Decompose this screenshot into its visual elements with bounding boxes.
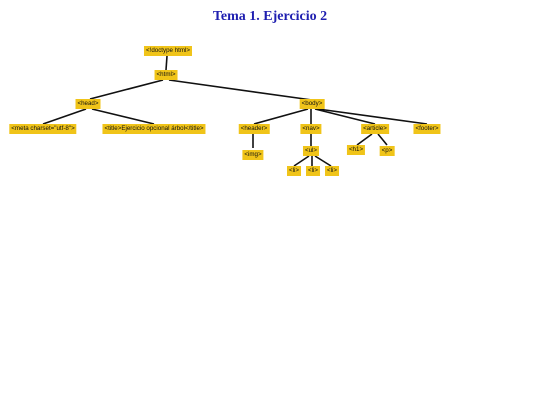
node-article: <article> bbox=[361, 124, 389, 134]
edge-body-footer bbox=[317, 108, 428, 125]
edge-ul-li-3 bbox=[314, 155, 332, 167]
edge-head-title bbox=[91, 108, 155, 125]
node-p: <p> bbox=[379, 146, 395, 156]
node-li-3: <li> bbox=[325, 166, 339, 176]
page-title: Tema 1. Ejercicio 2 bbox=[212, 9, 328, 24]
edge-body-article bbox=[314, 108, 376, 125]
node-title: <title>Ejercicio opcional árbol</title> bbox=[102, 124, 206, 134]
edge-article-h1 bbox=[356, 133, 373, 146]
edge-body-header bbox=[253, 108, 309, 125]
node-ul: <ul> bbox=[302, 146, 320, 156]
edge-article-p bbox=[377, 133, 388, 146]
node-li-1: <li> bbox=[287, 166, 301, 176]
node-body: <body> bbox=[299, 99, 325, 109]
node-footer: <footer> bbox=[413, 124, 441, 134]
node-html: <html> bbox=[154, 70, 178, 80]
node-img: <img> bbox=[242, 150, 264, 160]
node-meta: <meta charset="utf-8"> bbox=[9, 124, 77, 134]
edge-ul-li-1 bbox=[293, 155, 310, 167]
edge-html-body bbox=[168, 79, 313, 101]
node-head: <head> bbox=[75, 99, 101, 109]
node-nav: <nav> bbox=[300, 124, 322, 134]
node-h1: <h1> bbox=[346, 145, 366, 155]
edge-html-head bbox=[89, 79, 164, 100]
node-doctype: <!doctype html> bbox=[143, 46, 193, 56]
edge-head-meta bbox=[42, 108, 87, 125]
node-li-2: <li> bbox=[306, 166, 320, 176]
node-header: <header> bbox=[238, 124, 270, 134]
edge-doctype-html bbox=[165, 55, 168, 71]
